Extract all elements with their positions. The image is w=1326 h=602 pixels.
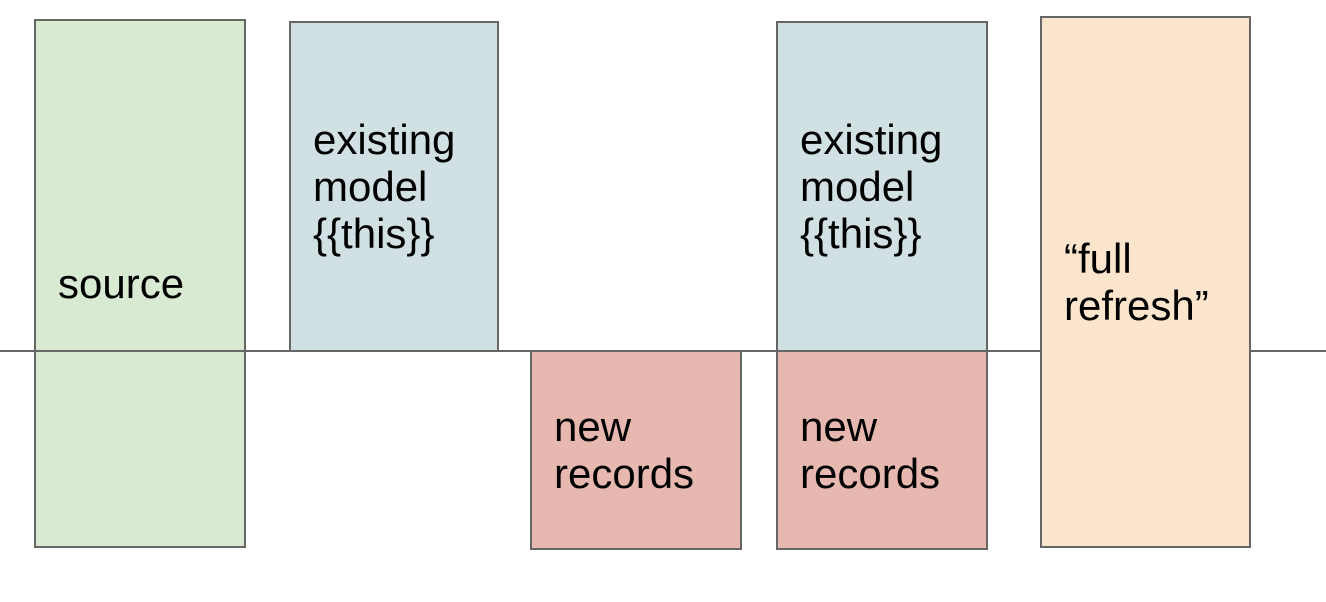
existing-model-label-line: {{this}} <box>800 210 922 257</box>
existing-model-label-line: {{this}} <box>313 210 435 257</box>
existing-model-box-2: existing model {{this}} <box>776 21 988 352</box>
new-records-label-line: new <box>800 403 878 450</box>
new-records-label-line: records <box>554 450 695 497</box>
new-records-box-1: new records <box>530 350 742 550</box>
existing-model-box-1: existing model {{this}} <box>289 21 499 352</box>
full-refresh-label-line: “full <box>1064 235 1132 282</box>
existing-model-label-line: model <box>313 163 428 210</box>
existing-model-label-line: existing <box>800 116 943 163</box>
full-refresh-label-line: refresh” <box>1064 282 1209 329</box>
new-records-label-line: new <box>554 403 632 450</box>
source-box: source <box>34 19 246 548</box>
source-label: source <box>58 260 185 307</box>
new-records-box-2: new records <box>776 350 988 550</box>
full-refresh-box: “full refresh” <box>1040 16 1251 548</box>
new-records-label-line: records <box>800 450 941 497</box>
existing-model-label-line: existing <box>313 116 456 163</box>
existing-model-label-line: model <box>800 163 915 210</box>
